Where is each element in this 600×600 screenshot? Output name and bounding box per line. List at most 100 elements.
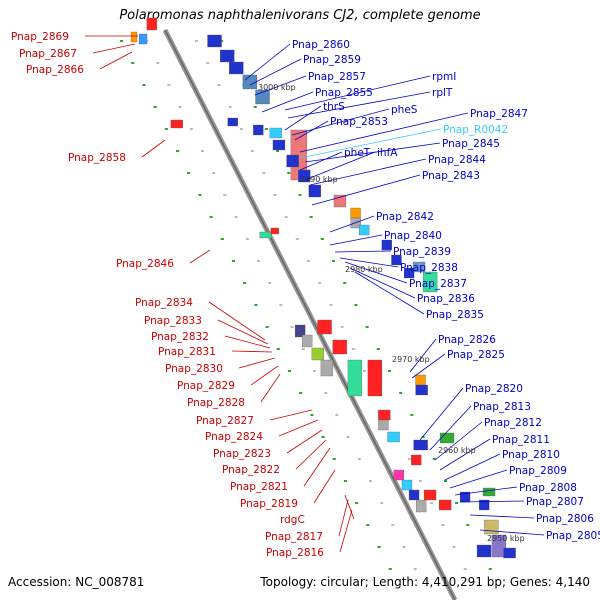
- gene-block: [491, 534, 507, 558]
- topology-text: Topology: circular; Length: 4,410,291 bp…: [260, 575, 590, 589]
- leader-line: [454, 486, 518, 496]
- guide-dot: [264, 128, 268, 130]
- leader-line: [141, 139, 166, 158]
- guide-dot: [346, 436, 350, 438]
- gene-block: [415, 384, 428, 396]
- gene-label: Pnap_2810: [502, 449, 560, 461]
- guide-dot: [301, 348, 305, 350]
- gene-label: Pnap_2869: [11, 31, 69, 43]
- guide-dot: [309, 216, 313, 218]
- gene-label: Pnap_2837: [409, 278, 467, 290]
- guide-dot: [268, 282, 272, 284]
- gene-block: [415, 499, 427, 513]
- gene-block: [403, 267, 415, 279]
- guide-dot: [307, 260, 311, 262]
- gene-label: Pnap_2813: [473, 401, 531, 413]
- guide-dot: [298, 194, 302, 196]
- gene-block: [294, 324, 306, 338]
- guide-dot: [320, 238, 324, 240]
- left-gene-labels: Pnap_2869Pnap_2867Pnap_2866Pnap_2858Pnap…: [11, 31, 355, 559]
- gene-block: [332, 339, 347, 355]
- gene-block: [350, 207, 361, 219]
- guide-dot: [120, 40, 124, 42]
- guide-dot: [253, 106, 257, 108]
- gene-label: Pnap_2819: [240, 498, 298, 510]
- gene-label: Pnap_2857: [308, 71, 366, 83]
- leader-line: [409, 338, 437, 373]
- guide-dot: [452, 546, 456, 548]
- guide-dot: [206, 62, 210, 64]
- gene-block: [272, 139, 286, 151]
- guide-dot: [284, 216, 288, 218]
- guide-dot: [365, 326, 369, 328]
- guide-dot: [421, 436, 425, 438]
- guide-dot: [351, 348, 355, 350]
- guide-dot: [488, 568, 492, 570]
- guide-dot: [380, 502, 384, 504]
- gene-label: Pnap_2832: [151, 331, 209, 343]
- guide-dot: [142, 84, 146, 86]
- leader-line: [349, 267, 416, 299]
- gene-label: Pnap_2805: [546, 530, 600, 542]
- gene-block: [207, 34, 222, 48]
- gene-label: Pnap_2809: [509, 465, 567, 477]
- gene-block: [476, 544, 492, 558]
- guide-dot: [391, 524, 395, 526]
- guide-dot: [355, 502, 359, 504]
- guide-dot: [455, 502, 459, 504]
- gene-block: [413, 439, 428, 451]
- gene-label: Pnap_2820: [465, 383, 523, 395]
- guide-dot: [217, 84, 221, 86]
- leader-line: [224, 335, 271, 349]
- guide-dot: [295, 238, 299, 240]
- guide-dot: [245, 238, 249, 240]
- guide-dot: [273, 194, 277, 196]
- guide-dot: [290, 326, 294, 328]
- guide-dot: [399, 392, 403, 394]
- gene-label: Pnap_2811: [492, 434, 550, 446]
- guide-dot: [410, 414, 414, 416]
- leader-line: [419, 387, 464, 441]
- guide-dot: [407, 458, 411, 460]
- leader-line: [284, 105, 322, 131]
- leader-line: [339, 509, 353, 553]
- leader-line: [261, 91, 314, 113]
- guide-dot: [324, 392, 328, 394]
- guide-dot: [276, 348, 280, 350]
- leader-line: [231, 350, 273, 353]
- gene-block: [408, 489, 420, 501]
- leader-line: [238, 357, 276, 369]
- leader-line: [344, 494, 355, 520]
- gene-block: [439, 432, 455, 444]
- gene-block: [220, 49, 235, 63]
- leader-line: [249, 58, 302, 86]
- guide-dot: [430, 502, 434, 504]
- leader-line: [439, 438, 491, 471]
- scale-label: 2970 kbp: [392, 355, 430, 364]
- gene-label: Pnap_2827: [196, 415, 254, 427]
- leader-line: [260, 373, 281, 403]
- leader-line: [309, 158, 427, 186]
- gene-label: Pnap_2816: [266, 547, 324, 559]
- gene-block: [302, 334, 313, 348]
- gene-block: [229, 61, 244, 75]
- leader-line: [459, 500, 525, 503]
- gene-block: [359, 224, 370, 236]
- gene-block: [227, 117, 238, 127]
- leader-line: [295, 439, 327, 470]
- scale-label: 3000 kbp: [258, 83, 296, 92]
- guide-dot: [463, 568, 467, 570]
- gene-block: [367, 359, 383, 397]
- leader-line: [299, 112, 469, 153]
- leader-line: [99, 51, 133, 70]
- leader-line: [299, 151, 343, 171]
- gene-label: Pnap_2860: [292, 39, 350, 51]
- map-title: Polaromonas naphthalenivorans CJ2, compl…: [119, 8, 481, 23]
- gene-label: Pnap_2858: [68, 152, 126, 164]
- leader-line: [344, 261, 408, 284]
- gene-label: Pnap_2839: [393, 246, 451, 258]
- guide-dot: [362, 370, 366, 372]
- leader-line: [250, 365, 279, 386]
